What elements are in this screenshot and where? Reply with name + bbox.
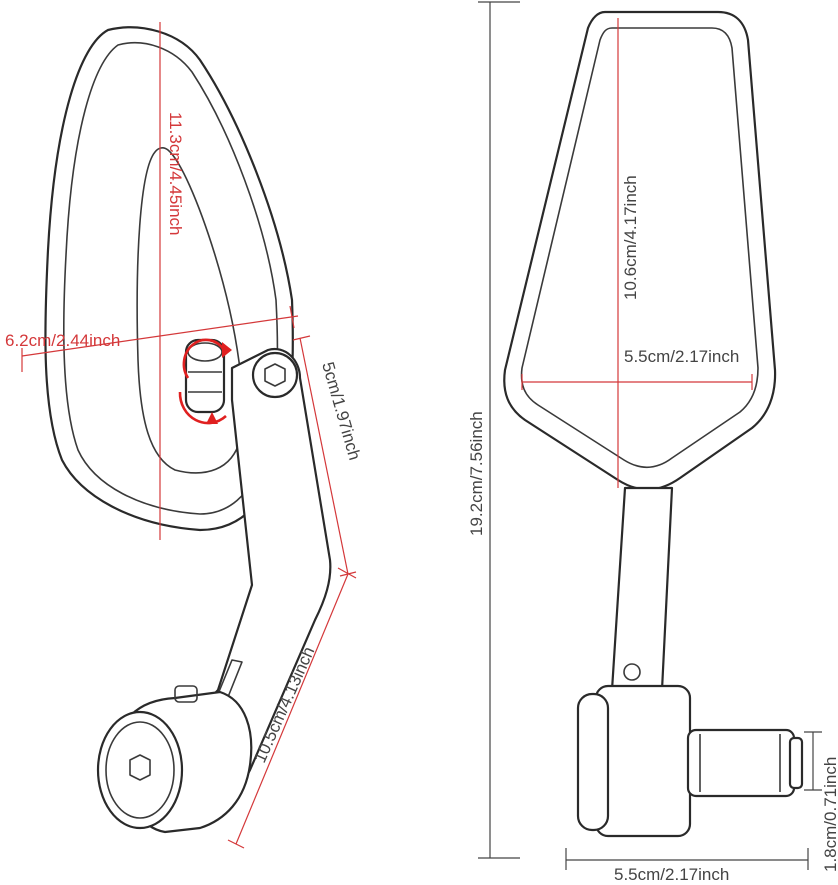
dim-plug-diameter: 1.8cm/0.71inch bbox=[804, 731, 838, 872]
dim-total-height-label: 19.2cm/7.56inch bbox=[467, 411, 486, 536]
dim-glass-height-label: 10.6cm/4.17inch bbox=[621, 175, 640, 300]
left-mirror-housing bbox=[44, 26, 294, 532]
right-stem-screw bbox=[623, 663, 641, 681]
right-mirror-stem bbox=[610, 486, 674, 692]
rotation-arrows-icon bbox=[178, 338, 232, 425]
dim-glass-width: 5.5cm/2.17inch bbox=[521, 347, 753, 390]
right-mirror-glass bbox=[520, 27, 759, 469]
dim-mirror-width-label: 6.2cm/2.44inch bbox=[5, 331, 120, 350]
dim-plug-diameter-label: 1.8cm/0.71inch bbox=[821, 757, 838, 872]
dim-glass-height: 10.6cm/4.17inch bbox=[617, 18, 640, 488]
dim-base-width: 5.5cm/2.17inch bbox=[565, 848, 809, 884]
left-mirror-inner-rim bbox=[62, 42, 279, 515]
dim-upper-arm-label: 5cm/1.97inch bbox=[318, 360, 364, 462]
dim-base-width-label: 5.5cm/2.17inch bbox=[614, 865, 729, 884]
hex-bolt-icon bbox=[251, 351, 299, 399]
right-bar-end-base bbox=[576, 684, 804, 838]
dim-total-height: 19.2cm/7.56inch bbox=[467, 1, 520, 859]
left-pivot-knob bbox=[184, 338, 226, 414]
dim-mirror-length: 11.3cm/4.45inch bbox=[159, 22, 185, 540]
right-mirror-view: 19.2cm/7.56inch 10.6cm/4.17inch 5.5cm/2.… bbox=[467, 1, 838, 884]
dim-mirror-length-label: 11.3cm/4.45inch bbox=[166, 112, 185, 235]
dim-mirror-width: 6.2cm/2.44inch bbox=[5, 305, 299, 372]
left-mirror-view: 11.3cm/4.45inch 6.2cm/2.44inch 5cm/1.97i… bbox=[5, 22, 364, 849]
dim-glass-width-label: 5.5cm/2.17inch bbox=[624, 347, 739, 366]
left-bar-end-cap bbox=[96, 685, 253, 834]
